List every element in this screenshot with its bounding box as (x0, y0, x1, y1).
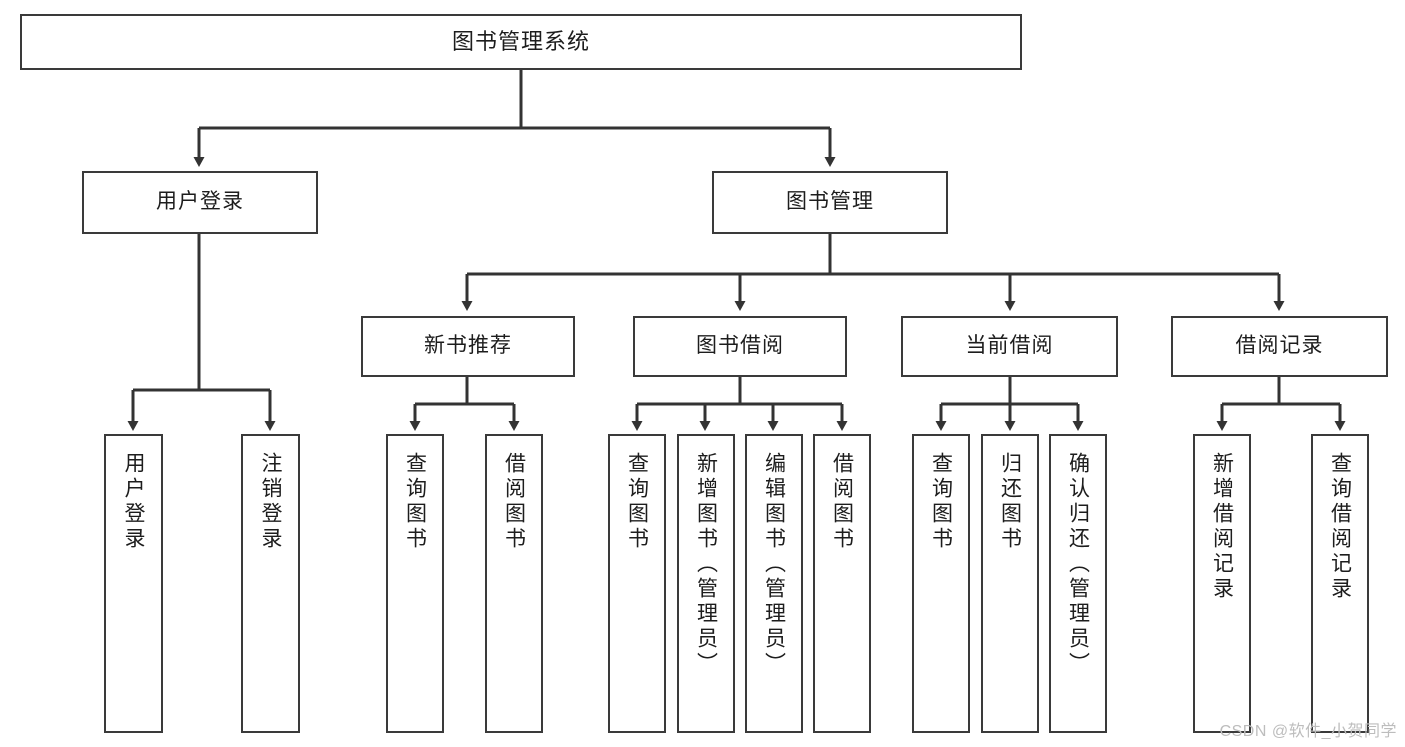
leaf-edit-book[interactable]: 编辑图书（管理员） (745, 434, 803, 733)
node-label: 确认归还（管理员） (1066, 452, 1090, 677)
node-label: 图书管理系统 (451, 29, 590, 55)
node-label: 新增借阅记录 (1210, 452, 1234, 602)
node-label: 注销登录 (259, 452, 282, 552)
node-label: 用户登录 (122, 452, 145, 552)
node-label: 图书借阅 (696, 334, 784, 358)
node-user-login[interactable]: 用户登录 (82, 171, 318, 234)
node-label: 新增图书（管理员） (694, 452, 718, 677)
leaf-query-book-borrow[interactable]: 查询图书 (608, 434, 666, 733)
node-label: 借阅记录 (1235, 334, 1324, 358)
node-borrow-record[interactable]: 借阅记录 (1171, 316, 1388, 377)
node-label: 查询图书 (403, 452, 427, 552)
node-label: 当前借阅 (965, 334, 1054, 358)
node-label: 借阅图书 (502, 452, 526, 552)
node-label: 查询图书 (625, 452, 649, 552)
node-label: 图书管理 (786, 190, 874, 214)
node-root-system[interactable]: 图书管理系统 (20, 14, 1022, 70)
leaf-query-book-recommend[interactable]: 查询图书 (386, 434, 444, 733)
node-label: 借阅图书 (830, 452, 854, 552)
leaf-query-borrow-record[interactable]: 查询借阅记录 (1311, 434, 1369, 733)
leaf-borrow-book[interactable]: 借阅图书 (813, 434, 871, 733)
node-label: 查询图书 (929, 452, 953, 552)
node-label: 用户登录 (156, 190, 244, 214)
node-book-borrow[interactable]: 图书借阅 (633, 316, 847, 377)
csdn-watermark: CSDN @软件_小贺同学 (1219, 723, 1397, 740)
leaf-return-book[interactable]: 归还图书 (981, 434, 1039, 733)
leaf-query-book-current[interactable]: 查询图书 (912, 434, 970, 733)
leaf-user-login[interactable]: 用户登录 (104, 434, 163, 733)
node-current-borrow[interactable]: 当前借阅 (901, 316, 1118, 377)
leaf-borrow-book-recommend[interactable]: 借阅图书 (485, 434, 543, 733)
leaf-logout[interactable]: 注销登录 (241, 434, 300, 733)
node-new-book-recommend[interactable]: 新书推荐 (361, 316, 575, 377)
node-label: 归还图书 (998, 452, 1022, 552)
node-label: 编辑图书（管理员） (762, 452, 786, 677)
node-label: 新书推荐 (424, 334, 512, 358)
leaf-add-borrow-record[interactable]: 新增借阅记录 (1193, 434, 1251, 733)
leaf-confirm-return[interactable]: 确认归还（管理员） (1049, 434, 1107, 733)
leaf-add-book[interactable]: 新增图书（管理员） (677, 434, 735, 733)
node-book-manage[interactable]: 图书管理 (712, 171, 948, 234)
node-label: 查询借阅记录 (1328, 452, 1352, 602)
